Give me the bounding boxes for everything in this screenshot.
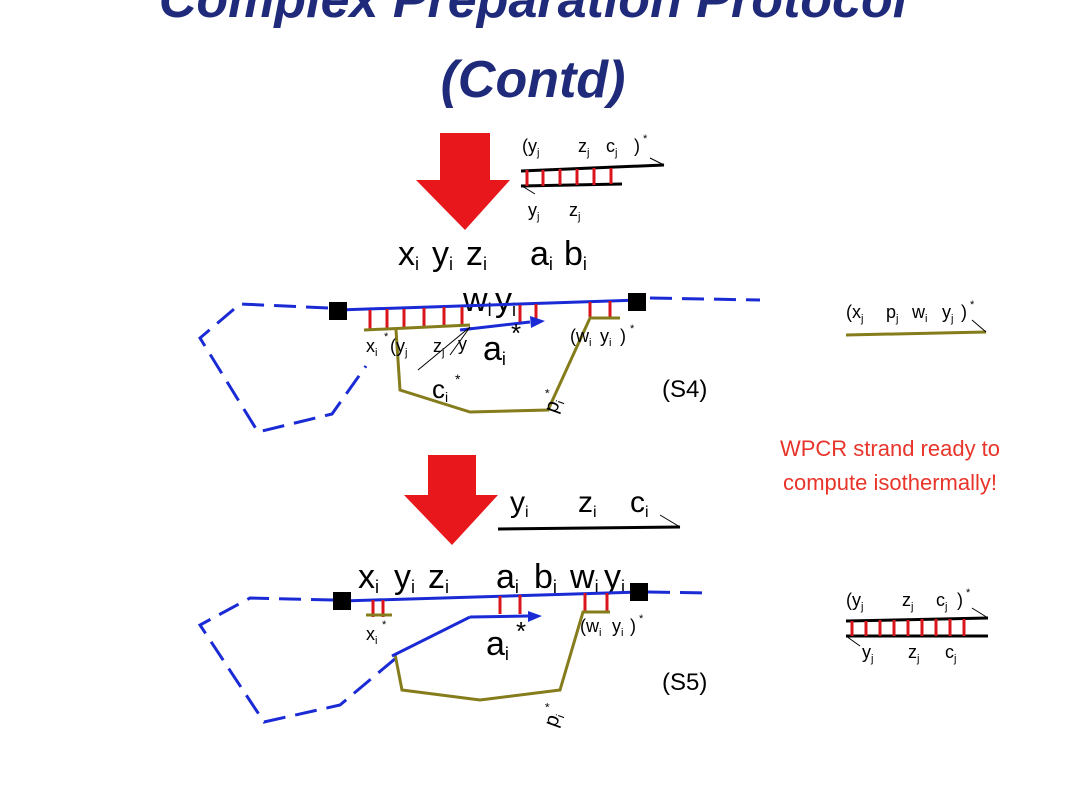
anchor-left-s5 [333,592,351,610]
p-star-label-s5: pi * [536,701,571,731]
wpcr-note-line-1: WPCR strand ready to [779,436,1001,461]
top-strand-s5 [497,514,681,531]
right-duplex-s5 [845,607,989,647]
main-strand-s4 [337,298,641,312]
wpcr-note-line-2: compute isothermally! [783,470,997,495]
anchor-left-s4 [329,302,347,320]
slide-title-line-2: (Contd) [440,51,626,109]
step-label-s4: (S4) [662,376,707,403]
wpcr-note: WPCR strand ready to compute isothermall… [722,432,1058,500]
dashed-loop-s4 [198,296,761,434]
main-strand-s5 [341,590,641,603]
top-strand-label-s4: (yj zj cj )* [522,133,648,160]
primer-arrow-s5 [391,611,542,658]
olive-strand-s4 [363,316,620,414]
slide-title-line-1: Complex Preparation Protocol [158,0,908,29]
right-duplex-top-label-s5: (yj zj cj )* [846,587,971,614]
top-sequence-label-s5: yi zi ci [510,486,649,524]
bottom-strand-label-s4: yj zj [528,200,580,224]
right-strand-label-s4: (xj pj wi yj )* [846,299,975,326]
anchor-right-s4 [628,293,646,311]
step-label-s5: (S5) [662,669,707,696]
left-strand-label-s4: xi * (yj zj y [366,324,467,360]
right-strand-s4 [845,319,987,337]
rungs-s4 [368,301,612,330]
anchor-right-s5 [630,583,648,601]
duplex-top-s4 [520,157,665,195]
c-star-label-s4: ci * [432,371,461,408]
p-star-label-s4: pi * [536,387,571,417]
primer-arrow-s4 [417,316,545,371]
olive-strand-s5 [366,610,610,702]
wy-label-s4: wi yi [462,281,516,324]
wy-star-label-s4: (wi yi )* [570,323,635,350]
wy-star-label-s5: (wi yi )* [580,613,644,640]
right-duplex-bottom-label-s5: yj zj cj [862,642,956,666]
x-star-label-s5: xi * [366,619,387,648]
down-arrow-s5 [404,455,498,545]
dashed-loop-s5 [197,590,713,724]
rungs-s5 [371,593,609,617]
a-star-label-s4: ai * [483,318,521,373]
main-sequence-label-s5: xi yi zi ai bi wi yi [358,558,625,601]
down-arrow-s4 [416,133,510,230]
a-star-label-s5: ai * [486,616,526,668]
main-sequence-label-s4: xi yi zi ai bi [398,235,587,278]
